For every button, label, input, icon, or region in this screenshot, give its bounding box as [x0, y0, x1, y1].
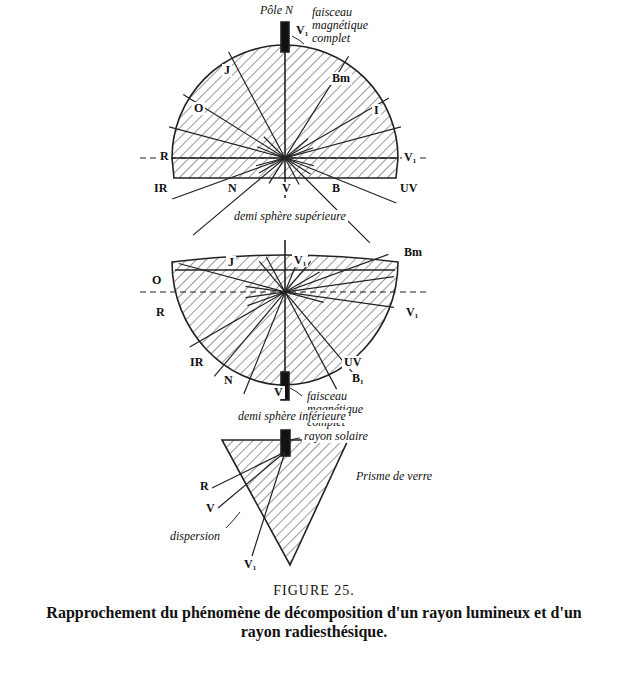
ray-letter: V	[204, 502, 217, 515]
ray-line	[264, 137, 370, 243]
ray-letter: UV	[398, 182, 419, 195]
ray-letter: R	[154, 306, 167, 319]
ray-letter: V	[280, 182, 293, 195]
sun-ray-label: rayon solaire	[302, 430, 370, 443]
ray-letter: Bm	[402, 246, 424, 259]
beam-note: faisceau magnétique complet	[310, 6, 396, 46]
ray-letter: IR	[152, 182, 169, 195]
ray-line	[245, 286, 394, 307]
ray-letter: V₁	[294, 24, 310, 37]
ray-letter: UV	[342, 356, 363, 369]
ray-line	[256, 127, 401, 166]
ray-letter: B	[330, 182, 342, 195]
ray-letter: V₁	[404, 306, 420, 319]
ray-letter: N	[226, 182, 239, 195]
figure-caption: Rapprochement du phénomène de décomposit…	[44, 603, 584, 641]
ray-line	[190, 272, 320, 347]
ray-letter: R	[158, 150, 171, 163]
ray-line	[172, 148, 313, 199]
ray-letter: IR	[188, 356, 205, 369]
ray-letter: V	[272, 386, 285, 399]
ray-letter: V₁	[242, 558, 258, 571]
ray-line	[245, 277, 394, 298]
prism-label: Prisme de verre	[354, 470, 434, 483]
hemisphere-label: demi sphère inférieure	[236, 410, 348, 423]
ray-letter: V₁	[292, 254, 308, 267]
ray-line	[229, 52, 299, 184]
figure-title: FIGURE 25.	[0, 583, 628, 599]
ray-letter: B₁	[350, 372, 366, 385]
glass-prism	[222, 440, 348, 565]
ray-line	[183, 94, 310, 173]
ray-line	[257, 147, 396, 203]
hemisphere-label: demi sphère supérieure	[232, 210, 348, 223]
ray-letter: R	[198, 480, 211, 493]
pole-label: Pôle N	[258, 4, 295, 17]
ray-letter: O	[192, 102, 205, 115]
ray-letter: J	[222, 64, 232, 77]
ray-letter: O	[150, 274, 163, 287]
ray-letter: V₁	[402, 151, 418, 164]
ray-letter: Bm	[330, 72, 352, 85]
ray-letter: J	[226, 256, 236, 269]
ray-letter: I	[372, 104, 381, 117]
ray-letter: N	[222, 374, 235, 387]
dispersion-label: dispersion	[168, 530, 222, 543]
ray-line	[214, 261, 310, 376]
